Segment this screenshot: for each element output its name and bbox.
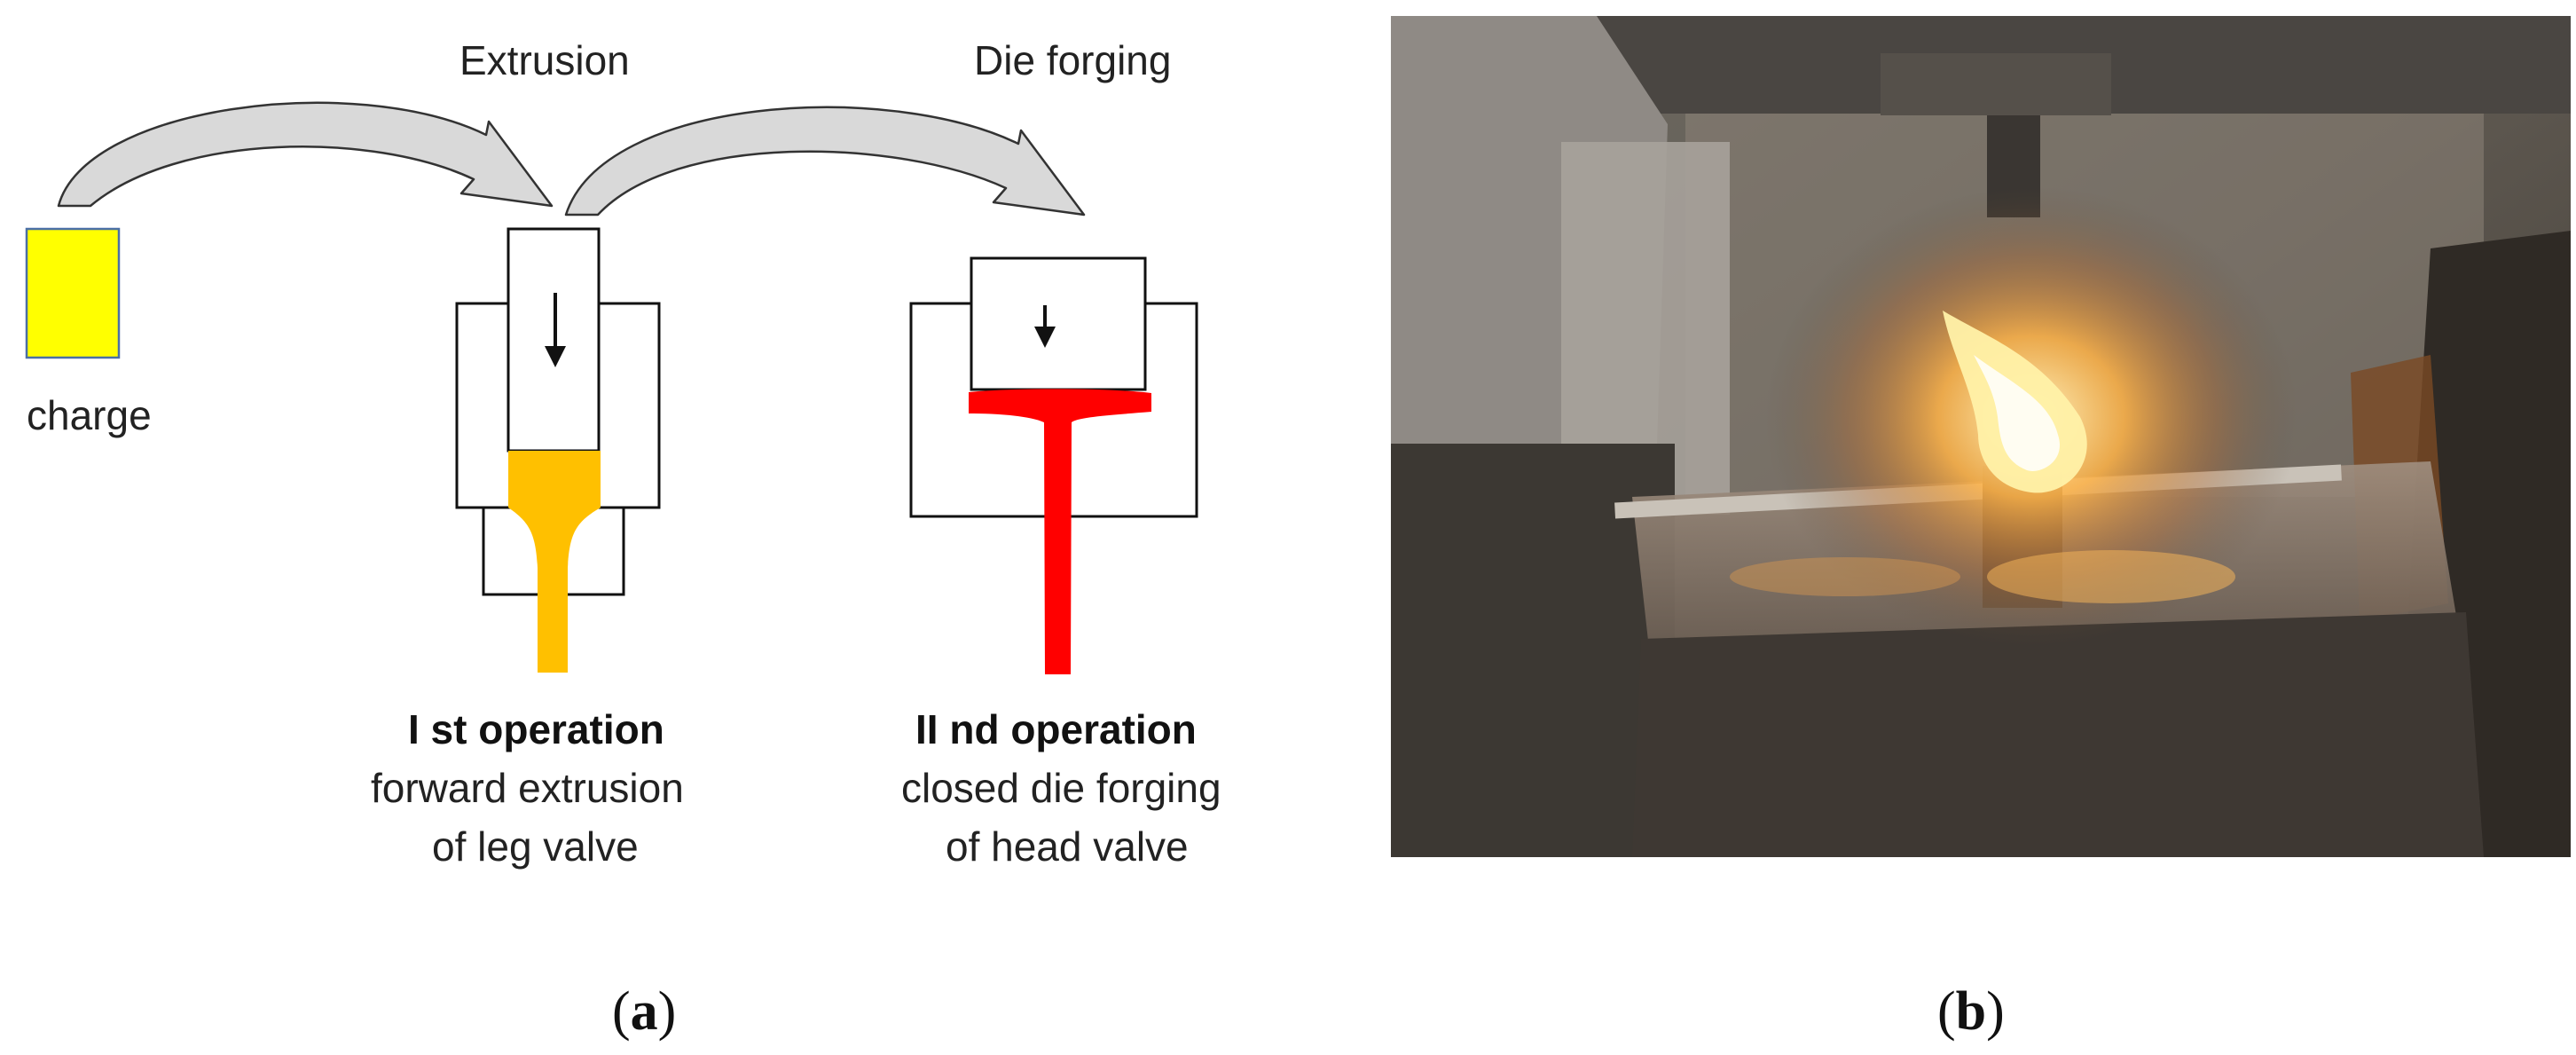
operation-2-title: II nd operation xyxy=(915,706,1197,752)
forging-arrow-head xyxy=(1034,327,1056,348)
extrusion-label: Extrusion xyxy=(459,37,630,83)
extrusion-die xyxy=(455,227,661,673)
charge-label: charge xyxy=(27,392,152,438)
operation-1-title: I st operation xyxy=(408,706,664,752)
extruded-part xyxy=(508,451,601,673)
forging-die xyxy=(909,256,1198,674)
operation-2-line1: closed die forging xyxy=(901,765,1221,811)
die-forging-label: Die forging xyxy=(974,37,1171,83)
forging-punch xyxy=(970,256,1147,391)
operation-2-line2: of head valve xyxy=(946,823,1189,870)
transfer-arrow-1 xyxy=(57,101,554,208)
operation-1-line1: forward extrusion xyxy=(371,765,684,811)
transfer-arrow-2 xyxy=(564,106,1086,217)
flame-core xyxy=(1974,355,2060,471)
table-front xyxy=(1632,612,2484,857)
caption-a-letter: a xyxy=(631,981,658,1042)
hot-reflection-2 xyxy=(1730,557,1960,596)
caption-b: (b) xyxy=(1937,981,2005,1042)
caption-a: (a) xyxy=(612,981,676,1042)
forged-part xyxy=(969,389,1151,674)
press-block xyxy=(1881,53,2111,115)
punch-arrow-head xyxy=(545,346,566,367)
panel-a: Extrusion Die forging charge I st operat xyxy=(25,37,1221,1042)
caption-b-letter: b xyxy=(1956,981,1986,1042)
hot-reflection xyxy=(1987,550,2235,603)
operation-1-line2: of leg valve xyxy=(432,823,639,870)
charge-billet xyxy=(25,227,121,359)
panel-b-photo: (b) xyxy=(1391,16,2571,1042)
